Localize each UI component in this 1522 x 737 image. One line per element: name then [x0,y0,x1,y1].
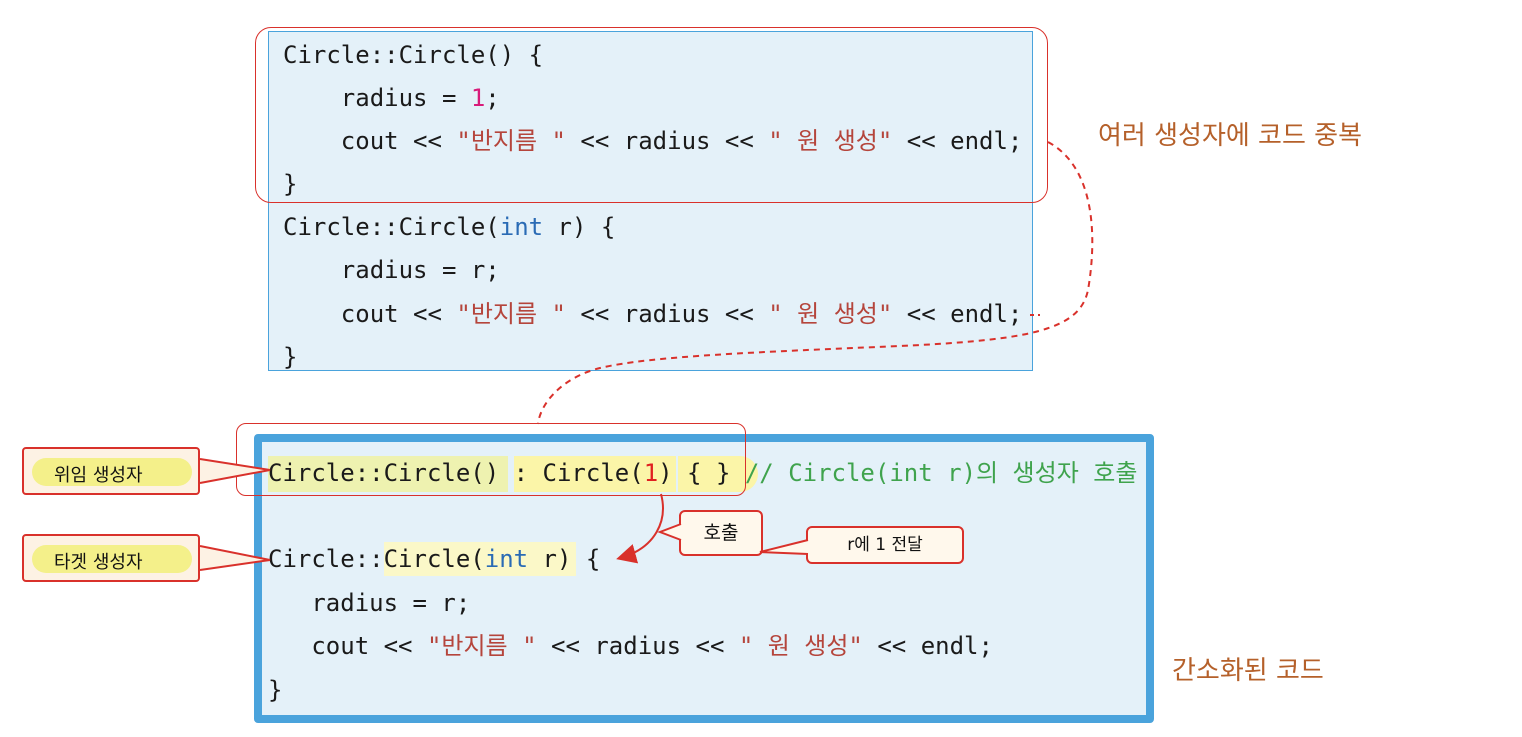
duplicate-code-label: 여러 생성자에 코드 중복 [1098,121,1362,151]
code-line: cout << "반지름 " << radius << " 원 생성" << e… [268,634,993,658]
code-text: << radius << [565,127,769,155]
code-text: } [283,343,298,371]
code-text: Circle::Circle( [283,213,500,241]
code-text: cout << [283,127,457,155]
dashed-connector [537,141,1094,425]
code-line: cout << "반지름 " << radius << " 원 생성" << e… [283,300,1023,328]
number-literal: 1 [643,459,659,487]
code-text: << radius << [536,632,739,660]
original-code-box [268,31,1033,371]
code-text: Circle::Circle() [268,459,500,487]
target-constructor-tag: 타겟 생성자 [22,534,200,582]
target-pointer [199,545,271,571]
code-line: } [268,678,282,702]
string-literal: " 원 생성" [768,300,893,328]
code-line: } [283,172,297,196]
code-line: Circle::Circle() : Circle(1) { } // Circ… [268,461,1137,485]
code-text: radius = [283,84,471,112]
code-line: radius = r; [283,258,500,282]
code-text: cout << [283,300,457,328]
pass-value-callout: r에 1 전달 [806,526,964,564]
code-text: { [571,545,601,573]
tag-highlight [32,458,192,486]
call-arrow [616,493,664,564]
code-line: Circle::Circle() { [283,43,543,67]
number-literal: 1 [470,84,486,112]
call-callout-tail [657,523,682,541]
tag-label: 타겟 생성자 [54,552,143,573]
delegating-call-highlight [514,456,676,492]
code-text: Circle::Circle() { [283,41,544,69]
code-text: << endl; [892,300,1023,328]
delegating-constructor-tag: 위임 생성자 [22,447,200,495]
code-text: << endl; [862,632,993,660]
string-literal: "반지름 " [456,300,566,328]
tag-label: 위임 생성자 [54,465,143,486]
code-text: radius = r; [268,589,471,617]
code-text: } [283,170,298,198]
code-text: } [268,676,283,704]
code-line: Circle::Circle(int r) { [283,215,615,239]
code-line: } [283,345,297,369]
code-line: cout << "반지름 " << radius << " 원 생성" << e… [283,127,1023,155]
code-text: r) [528,545,572,573]
pass-callout-pointer [759,539,809,555]
target-highlight [384,542,576,576]
delegating-highlight-box [236,423,746,496]
code-text: radius = r; [283,256,500,284]
code-text: : Circle( [499,459,644,487]
string-literal: " 원 생성" [768,127,893,155]
code-line: radius = 1; [283,86,500,110]
delegating-highlight [268,456,508,492]
code-line: Circle::Circle(int r) { [268,547,600,571]
code-line: radius = r; [268,591,470,615]
string-literal: "반지름 " [456,127,566,155]
code-text: ; [485,84,500,112]
code-text: << radius << [565,300,769,328]
duplicate-highlight-box [255,27,1048,203]
string-literal: "반지름 " [426,632,537,660]
code-text: Circle:: [268,545,384,573]
string-literal: " 원 생성" [738,632,863,660]
tag-highlight [32,545,192,573]
code-text: ) [658,459,673,487]
code-comment: // Circle(int r)의 생성자 호출 [730,459,1138,487]
code-text: << endl; [892,127,1023,155]
code-text: Circle( [383,545,485,573]
delegating-pointer [199,458,271,484]
code-text: r) { [543,213,616,241]
keyword: int [484,545,529,573]
simplified-code-label: 간소화된 코드 [1172,656,1324,686]
code-text: { } [672,459,731,487]
code-text: cout << [268,632,427,660]
keyword: int [499,213,544,241]
